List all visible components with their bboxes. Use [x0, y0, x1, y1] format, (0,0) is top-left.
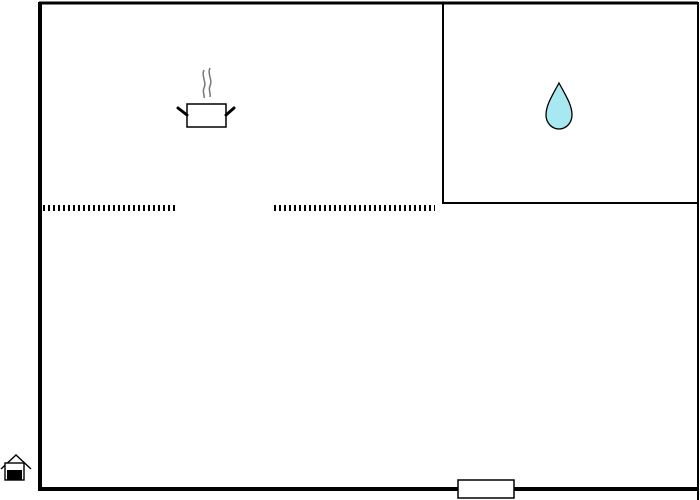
cooking-pot-icon [176, 67, 236, 128]
bathroom-walls [442, 3, 698, 204]
door[interactable] [457, 479, 515, 499]
steam-line-right [208, 67, 212, 98]
pot-body [186, 103, 227, 128]
pot-handle-right [224, 106, 236, 117]
steam-line-left [202, 69, 206, 99]
house-entrance-icon [0, 454, 32, 481]
water-drop-icon [545, 81, 573, 130]
outer-walls [38, 1, 699, 500]
entrance-door-fill [7, 470, 22, 480]
pot-handle-left [176, 106, 189, 117]
